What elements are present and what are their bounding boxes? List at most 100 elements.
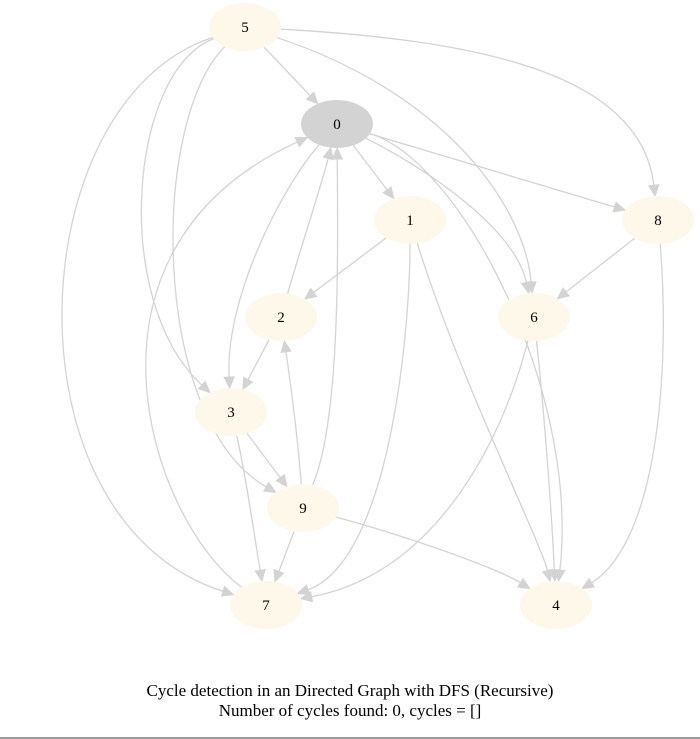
edges-layer bbox=[61, 28, 664, 603]
edge-9-to-7 bbox=[273, 531, 295, 583]
edge-line bbox=[307, 243, 411, 591]
edge-line bbox=[278, 531, 295, 572]
edge-5-to-3 bbox=[140, 38, 214, 394]
arrowhead bbox=[296, 584, 311, 596]
node-0: 0 bbox=[301, 100, 373, 148]
edge-line bbox=[565, 237, 636, 293]
edge-1-to-2 bbox=[303, 237, 387, 300]
edge-5-to-6 bbox=[277, 37, 537, 295]
edge-line bbox=[246, 433, 281, 479]
node-ellipse bbox=[195, 388, 267, 436]
arrowhead bbox=[520, 280, 533, 295]
node-3: 3 bbox=[195, 388, 267, 436]
node-8: 8 bbox=[622, 196, 694, 244]
node-ellipse bbox=[374, 196, 446, 244]
node-label: 3 bbox=[227, 405, 235, 421]
edge-9-to-2 bbox=[280, 339, 302, 485]
edge-5-to-9 bbox=[172, 46, 277, 493]
graph-caption: Cycle detection in an Directed Graph wit… bbox=[0, 681, 700, 721]
node-label: 1 bbox=[406, 213, 414, 229]
edge-line bbox=[263, 46, 311, 97]
edge-line bbox=[145, 141, 298, 588]
edge-6-to-7 bbox=[299, 340, 529, 603]
arrowhead bbox=[331, 146, 344, 160]
node-ellipse bbox=[622, 196, 694, 244]
node-label: 2 bbox=[277, 310, 285, 326]
arrowhead bbox=[262, 481, 277, 493]
arrowhead bbox=[548, 569, 561, 583]
node-label: 9 bbox=[299, 501, 307, 517]
edge-2-to-0 bbox=[287, 146, 334, 294]
node-6: 6 bbox=[498, 293, 570, 341]
arrowhead bbox=[648, 183, 660, 198]
edge-line bbox=[369, 133, 615, 208]
arrowhead bbox=[254, 568, 266, 583]
arrowhead bbox=[273, 568, 285, 583]
edge-0-to-6 bbox=[365, 137, 533, 295]
arrowhead bbox=[242, 376, 254, 391]
arrowhead bbox=[322, 146, 334, 161]
arrowhead bbox=[275, 473, 288, 488]
edge-line bbox=[416, 243, 549, 571]
arrowhead bbox=[305, 91, 319, 105]
node-ellipse bbox=[245, 293, 317, 341]
node-ellipse bbox=[520, 581, 592, 629]
edge-6-to-4 bbox=[535, 340, 561, 583]
node-label: 7 bbox=[262, 598, 270, 614]
node-ellipse bbox=[230, 581, 302, 629]
edge-line bbox=[591, 243, 664, 584]
edge-9-to-0 bbox=[312, 146, 344, 486]
node-label: 4 bbox=[552, 598, 560, 614]
arrowhead bbox=[581, 577, 596, 590]
arrowhead bbox=[223, 376, 235, 390]
edge-3-to-7 bbox=[236, 435, 266, 583]
node-label: 0 bbox=[333, 117, 341, 133]
edge-line bbox=[365, 137, 528, 283]
edge-line bbox=[247, 339, 270, 380]
node-ellipse bbox=[301, 100, 373, 148]
edge-0-to-8 bbox=[369, 133, 627, 213]
edge-2-to-3 bbox=[242, 339, 270, 391]
node-1: 1 bbox=[374, 196, 446, 244]
arrowhead bbox=[294, 137, 309, 148]
caption-title: Cycle detection in an Directed Graph wit… bbox=[146, 681, 554, 700]
edge-line bbox=[280, 28, 655, 186]
edge-1-to-7 bbox=[296, 243, 411, 596]
node-label: 6 bbox=[530, 310, 538, 326]
node-ellipse bbox=[209, 3, 281, 51]
edge-line bbox=[285, 351, 302, 485]
arrowhead bbox=[220, 585, 235, 597]
edge-line bbox=[312, 158, 339, 486]
edge-7-to-0 bbox=[145, 137, 309, 588]
edge-line bbox=[535, 340, 556, 571]
arrowhead bbox=[303, 287, 318, 300]
edge-line bbox=[336, 516, 521, 584]
arrowhead bbox=[280, 339, 292, 354]
edge-line bbox=[228, 144, 320, 378]
edge-line bbox=[369, 133, 563, 571]
edge-line bbox=[140, 38, 214, 386]
edge-line bbox=[311, 340, 529, 598]
edge-9-to-4 bbox=[336, 516, 531, 590]
edge-3-to-9 bbox=[246, 433, 288, 488]
arrowhead bbox=[516, 577, 531, 590]
node-ellipse bbox=[267, 484, 339, 532]
arrowhead bbox=[197, 380, 211, 394]
node-ellipse bbox=[498, 293, 570, 341]
edge-5-to-8 bbox=[280, 28, 660, 198]
edge-line bbox=[313, 237, 387, 293]
arrowhead bbox=[612, 201, 627, 213]
node-2: 2 bbox=[245, 293, 317, 341]
bottom-divider bbox=[0, 737, 700, 739]
arrowhead bbox=[382, 185, 395, 200]
edge-5-to-0 bbox=[263, 46, 319, 105]
arrowhead bbox=[299, 590, 314, 603]
edge-8-to-6 bbox=[556, 237, 636, 300]
edge-line bbox=[277, 37, 532, 283]
node-7: 7 bbox=[230, 581, 302, 629]
edge-8-to-4 bbox=[581, 243, 664, 590]
node-4: 4 bbox=[520, 581, 592, 629]
edge-0-to-3 bbox=[223, 144, 320, 390]
